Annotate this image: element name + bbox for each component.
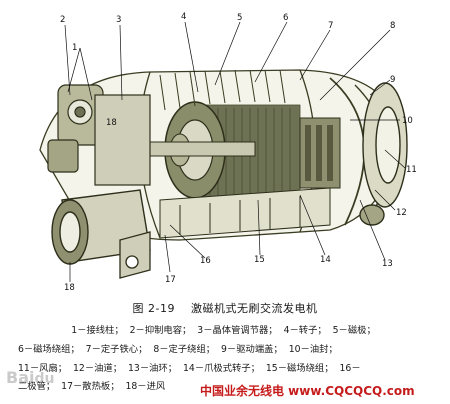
callout-9: 9 — [390, 75, 395, 85]
legend-item: 17－散热板； — [61, 381, 120, 392]
legend-line-3: 11－风扇； 12－油道； 13－油环； 14－爪极式转子； 15－磁场绕组； … — [18, 360, 450, 374]
callout-5: 5 — [237, 13, 242, 23]
mounting-foot — [119, 231, 151, 279]
legend-item: 14－爪极式转子； — [183, 363, 260, 374]
callout-labels: 1 2 3 4 5 6 7 8 9 10 11 12 13 14 15 16 1… — [60, 12, 417, 293]
legend-line-1: 1－接线柱； 2－抑制电容； 3－晶体管调节器； 4－转子； 5－磁极； — [0, 322, 450, 336]
figure-title: 激磁机式无刷交流发电机 — [190, 302, 318, 315]
callout-10: 10 — [402, 116, 413, 126]
legend-item: 4－转子； — [283, 325, 327, 336]
legend-item: 15－磁场绕组； — [265, 363, 334, 374]
callout-1: 1 — [72, 43, 77, 53]
figure-caption: 图 2-19 激磁机式无刷交流发电机 — [0, 300, 450, 316]
callout-12: 12 — [396, 208, 407, 218]
regulator-assembly — [47, 84, 151, 186]
legend-line-4: 二极管； 17－散热板； 18－进风 — [18, 378, 450, 392]
legend-item: 5－磁极； — [332, 325, 376, 336]
legend-item: 11－风扇； — [18, 363, 68, 374]
leader-lines — [64, 21, 406, 282]
callout-14: 14 — [320, 255, 331, 265]
baidu-logo: Baidu — [6, 368, 55, 387]
diode-plate — [159, 187, 331, 239]
legend-item: 1－接线柱； — [71, 325, 124, 336]
legend-item: 8－定子绕组； — [153, 344, 216, 355]
legend-item: 3－晶体管调节器； — [197, 325, 278, 336]
drive-end-cap — [359, 82, 408, 226]
cooling-fins — [159, 69, 286, 111]
callout-11: 11 — [406, 165, 417, 175]
legend-item: 10－油封； — [288, 344, 338, 355]
legend-item: 2－抑制电容； — [129, 325, 192, 336]
legend-item: 7－定子铁心； — [85, 344, 148, 355]
callout-3: 3 — [116, 15, 121, 25]
rotor — [134, 101, 256, 199]
figure-number: 图 2-19 — [132, 302, 175, 315]
legend-item: 18－进风 — [125, 381, 166, 392]
callout-15: 15 — [254, 255, 265, 265]
callout-6: 6 — [283, 13, 288, 23]
callout-8: 8 — [390, 21, 395, 31]
callout-inner-18: 18 — [106, 118, 117, 128]
callout-13: 13 — [382, 259, 393, 269]
legend-item: 12－油道； — [73, 363, 123, 374]
callout-4: 4 — [181, 12, 186, 22]
site-watermark: 中国业余无线电 www.CQCQCQ.com — [200, 384, 415, 398]
legend-item: 13－油环； — [128, 363, 178, 374]
claw-pole-rotor — [299, 117, 341, 189]
callout-17: 17 — [165, 275, 176, 285]
legend-item: 二极管； — [18, 381, 56, 392]
legend-item: 6－磁场绕组； — [18, 344, 80, 355]
legend-item: 16－ — [339, 363, 361, 374]
callout-7: 7 — [328, 21, 333, 31]
callout-16: 16 — [200, 256, 211, 266]
callout-18: 18 — [64, 283, 75, 293]
legend-item: 9－驱动端盖； — [221, 344, 283, 355]
callout-2: 2 — [60, 15, 65, 25]
legend-line-2: 6－磁场绕组； 7－定子铁心； 8－定子绕组； 9－驱动端盖； 10－油封； — [18, 341, 450, 355]
